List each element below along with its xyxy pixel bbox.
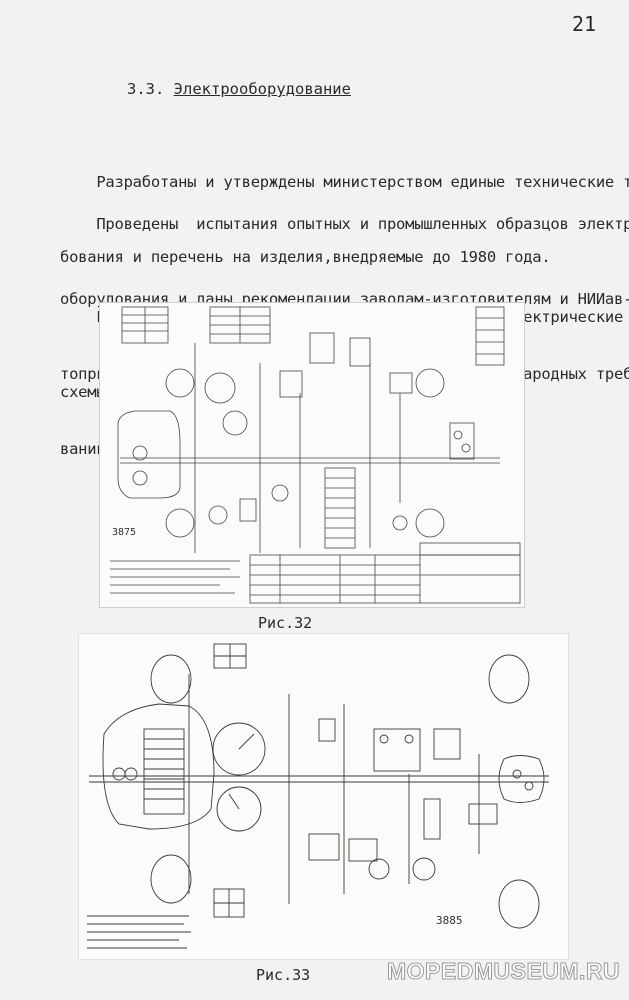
paragraph-requirements: Разработаны и утверждены министерством е… xyxy=(60,120,629,295)
figure-32-drawing-number: 3875 xyxy=(112,527,136,538)
text-line: Проведены испытания опытных и промышленн… xyxy=(60,215,629,233)
section-number: 3.3. xyxy=(127,80,165,98)
figure-33-wiring-diagram: 3885 xyxy=(78,633,569,960)
figure-32-drawing: 3875 xyxy=(110,306,521,604)
page-number: 21 xyxy=(572,12,597,36)
figure-33-caption: Рис.33 xyxy=(256,966,311,984)
section-title: Электрооборудование xyxy=(173,80,351,98)
figure-32-caption: Рис.32 xyxy=(258,614,313,632)
text-line: Разработаны и утверждены министерством е… xyxy=(60,173,629,191)
figure-32-wiring-diagram: 3875 xyxy=(99,302,525,608)
text-line: бования и перечень на изделия,внедряемые… xyxy=(60,248,551,266)
figure-33-drawing: 3885 xyxy=(87,643,549,949)
figure-33-drawing-number: 3885 xyxy=(436,914,463,927)
site-watermark: MOPEDMUSEUM.RU xyxy=(386,958,621,985)
section-heading: 3.3. Электрооборудование xyxy=(127,80,351,98)
